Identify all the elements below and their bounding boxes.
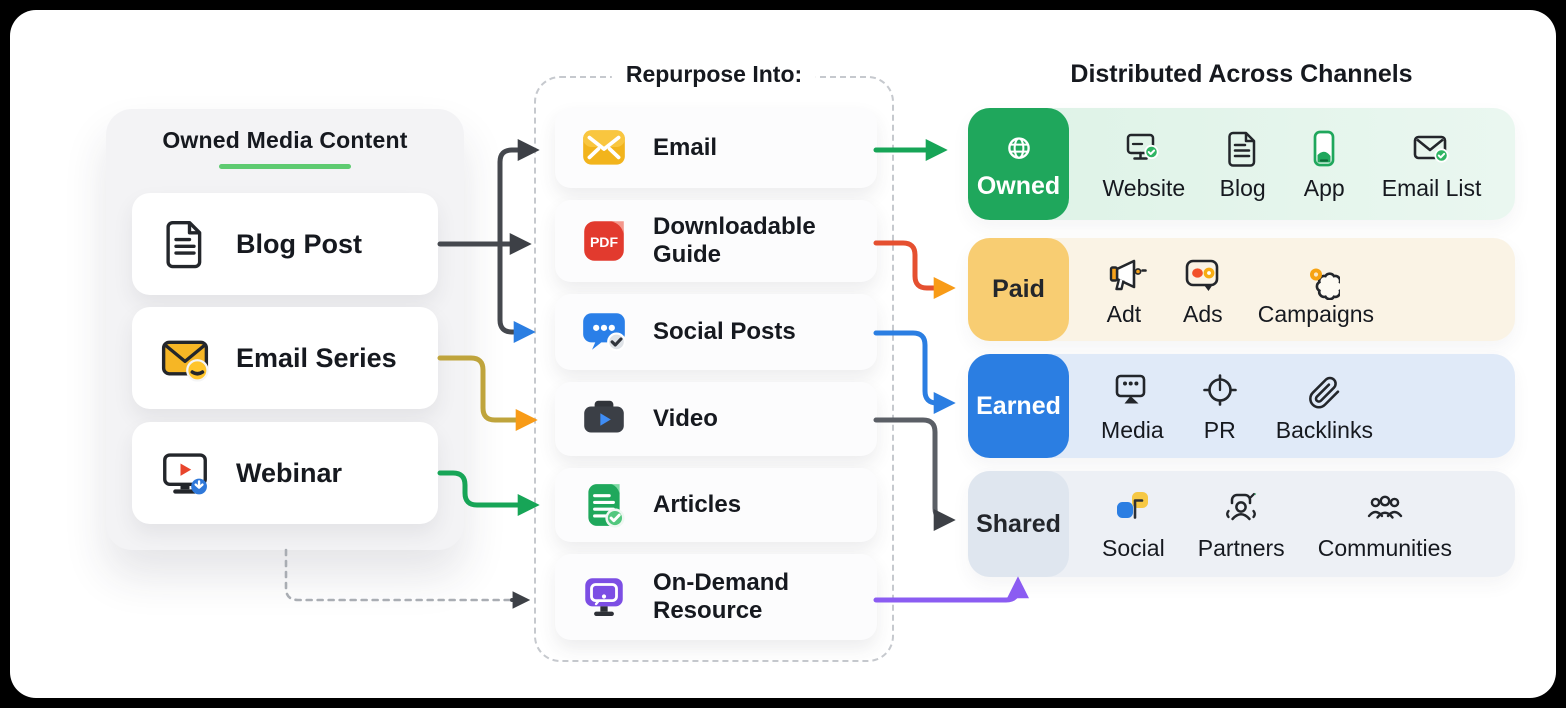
website-icon — [1120, 126, 1168, 174]
communities-icon — [1361, 486, 1409, 534]
channel-item-pr: PR — [1196, 368, 1244, 444]
svg-text:PDF: PDF — [590, 234, 619, 250]
video-icon — [579, 394, 629, 444]
channel-item-label: PR — [1203, 417, 1236, 443]
channel-item-partners: Partners — [1198, 486, 1285, 562]
tab-paid: Paid — [968, 238, 1069, 341]
arrow-panel-to-ondemand-dashed — [284, 548, 512, 602]
tab-shared: Shared — [968, 471, 1069, 577]
channel-row-earned: Earned Media — [968, 354, 1515, 458]
channel-item-media: Media — [1101, 368, 1164, 444]
card-blog-post: Blog Post — [132, 193, 438, 295]
channel-row-shared: Shared Social — [968, 471, 1515, 577]
channel-item-label: Ads — [1182, 300, 1223, 327]
media-monitor-icon — [1108, 368, 1156, 416]
webinar-icon — [158, 446, 212, 500]
social-squares-icon — [1109, 486, 1157, 534]
card-webinar: Webinar — [132, 422, 438, 524]
email-icon — [579, 123, 629, 173]
card-label: Downloadable Guide — [653, 212, 816, 268]
channel-item-blog: Blog — [1219, 126, 1267, 202]
pr-compass-icon — [1196, 368, 1244, 416]
channel-item-social: Social — [1102, 486, 1165, 562]
megaphone-icon — [1100, 252, 1148, 300]
shared-items: Social Partners — [1069, 471, 1485, 577]
channels-title: Distributed Across Channels — [1070, 60, 1413, 88]
channel-item-label: Communities — [1317, 535, 1452, 561]
on-demand-monitor-icon — [579, 572, 629, 622]
social-posts-icon — [579, 307, 629, 357]
tab-label: Owned — [976, 171, 1061, 200]
channel-item-label: Social — [1102, 535, 1165, 561]
arrow-blogpost-to-socialposts — [497, 241, 536, 344]
tab-label: Earned — [976, 391, 1061, 420]
card-video: Video — [555, 382, 877, 456]
repurpose-panel: Repurpose Into: Email — [534, 61, 894, 662]
paperclip-icon — [1300, 368, 1348, 416]
channel-item-label: Email List — [1381, 175, 1482, 201]
channel-item-label: Partners — [1197, 535, 1285, 561]
card-downloadable-guide: PDF Downloadable Guide — [555, 200, 877, 282]
channel-item-label: App — [1303, 175, 1345, 201]
tab-owned: Owned — [968, 108, 1069, 220]
channel-item-label: Website — [1102, 175, 1186, 201]
pdf-icon: PDF — [579, 216, 629, 266]
card-label: Webinar — [236, 457, 343, 488]
card-label: Video — [653, 404, 718, 432]
partners-icon — [1217, 486, 1265, 534]
card-label: On-Demand Resource — [653, 568, 790, 624]
ads-icon — [1179, 252, 1227, 300]
blog-icon — [1219, 126, 1267, 174]
channel-item-label: Adt — [1106, 300, 1142, 327]
channel-item-label: Backlinks — [1275, 417, 1373, 443]
card-label: Email Series — [236, 342, 397, 373]
earned-items: Media PR — [1069, 354, 1405, 458]
card-email: Email — [555, 108, 877, 188]
globe-icon — [998, 128, 1040, 170]
card-email-series: Email Series — [132, 307, 438, 409]
paid-items: Adt Ads — [1069, 238, 1405, 341]
blog-post-icon — [158, 217, 212, 271]
channel-item-email-list: Email List — [1381, 126, 1482, 202]
card-label: Social Posts — [653, 317, 796, 345]
channel-item-communities: Communities — [1318, 486, 1452, 562]
title-underline — [219, 164, 351, 169]
campaigns-flower-icon — [1292, 252, 1340, 300]
card-label: Email — [653, 133, 718, 161]
channel-item-label: Blog — [1219, 175, 1266, 201]
card-label: Blog Post — [236, 228, 362, 259]
channel-item-adt: Adt — [1100, 252, 1148, 328]
arrow-blogpost-to-email — [497, 138, 540, 247]
arrow-ondemand-to-shared — [873, 576, 1030, 603]
channel-item-campaigns: Campaigns — [1258, 252, 1374, 328]
channel-item-ads: Ads — [1179, 252, 1227, 328]
channel-item-label: Campaigns — [1257, 300, 1375, 327]
app-icon — [1300, 126, 1348, 174]
articles-icon — [579, 480, 629, 530]
channel-item-backlinks: Backlinks — [1276, 368, 1373, 444]
repurpose-title: Repurpose Into: — [611, 61, 817, 88]
channel-item-label: Media — [1101, 417, 1164, 443]
owned-media-panel: Owned Media Content Blog Post — [106, 109, 464, 550]
channel-row-paid: Paid Adt — [968, 238, 1515, 341]
card-social-posts: Social Posts — [555, 294, 877, 370]
tab-label: Paid — [992, 275, 1045, 303]
card-on-demand-resource: On-Demand Resource — [555, 554, 877, 640]
owned-media-title: Owned Media Content — [162, 127, 408, 153]
channel-row-owned: Owned Website — [968, 108, 1515, 220]
email-series-icon — [158, 331, 212, 385]
email-list-icon — [1408, 126, 1456, 174]
owned-items: Website Blog — [1069, 108, 1515, 220]
channel-item-website: Website — [1102, 126, 1186, 202]
card-articles: Articles — [555, 468, 877, 542]
tab-label: Shared — [976, 509, 1061, 538]
tab-earned: Earned — [968, 354, 1069, 458]
channel-item-app: App — [1300, 126, 1348, 202]
card-label: Articles — [653, 490, 742, 518]
canvas: Owned Media Content Blog Post — [10, 10, 1556, 698]
